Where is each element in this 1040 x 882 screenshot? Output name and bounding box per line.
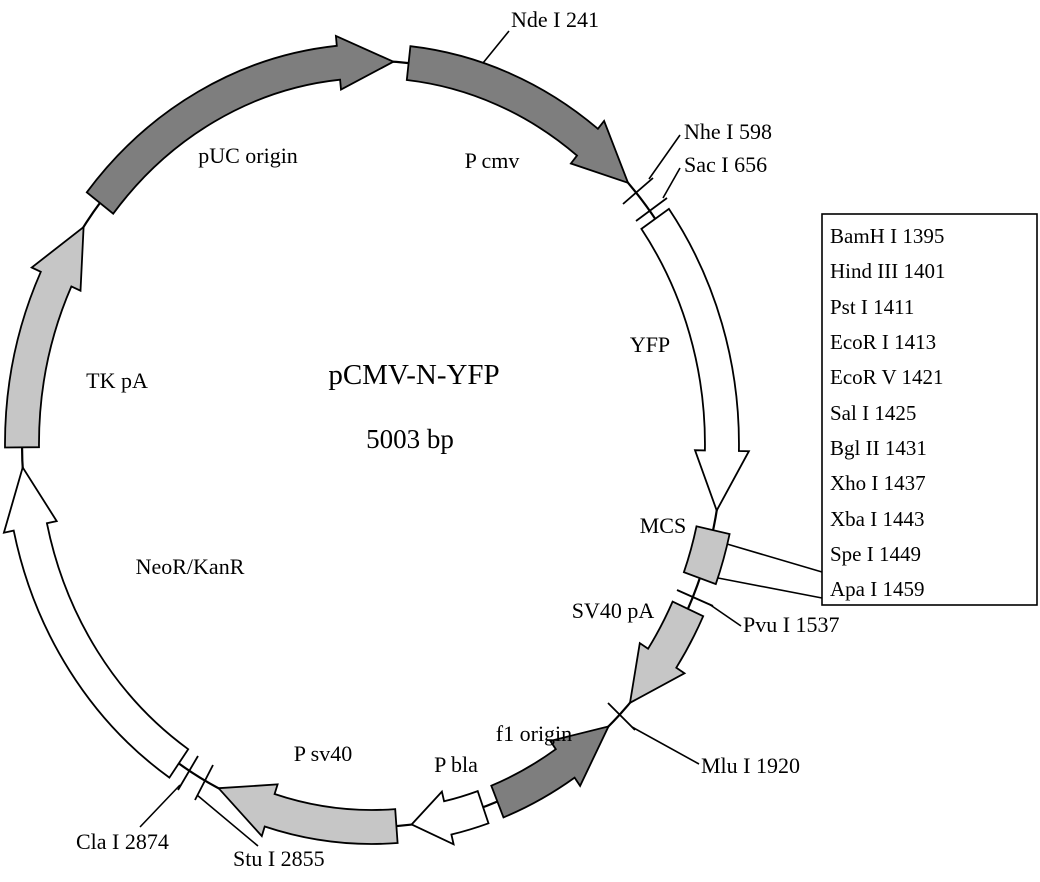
leader-stu-i (196, 794, 259, 847)
feature-label-yfp: YFP (630, 332, 670, 357)
feature-arrow-neor-kanr (2, 465, 190, 779)
tick-pvu-i (676, 589, 714, 607)
mcs-box-site: Spe I 1449 (830, 542, 921, 566)
feature-label-puc-origin: pUC origin (198, 143, 298, 168)
leader-sac-i (662, 167, 681, 199)
mcs-box-site: EcoR I 1413 (830, 330, 936, 354)
site-label-stu-i: Stu I 2855 (233, 846, 325, 871)
site-label-nde-i: Nde I 241 (511, 7, 599, 32)
feature-arrow-puc-origin (85, 34, 396, 215)
feature-arrow-p-cmv (405, 45, 630, 185)
feature-label-sv40-pa: SV40 pA (572, 598, 655, 623)
mcs-box-site: Sal I 1425 (830, 401, 916, 425)
leader-mlu-i (631, 726, 700, 765)
leader-pvu-i (708, 603, 742, 627)
feature-label-p-cmv: P cmv (465, 148, 520, 173)
plasmid-title: pCMV-N-YFP (328, 359, 499, 391)
mcs-box-site: Bgl II 1431 (830, 436, 927, 460)
leader-nde-i (482, 30, 510, 64)
leader-nhe-i (648, 134, 681, 180)
mcs-box-site: Xho I 1437 (830, 471, 926, 495)
mcs-enzyme-box (821, 213, 1038, 606)
feature-label-f1-origin: f1 origin (496, 721, 572, 746)
leader-mcs-box-bottom (717, 577, 823, 599)
site-label-mlu-i: Mlu I 1920 (701, 753, 800, 778)
feature-arrow-f1-origin (490, 725, 611, 819)
mcs-box-site: BamH I 1395 (830, 224, 944, 248)
mcs-box-site: Xba I 1443 (830, 507, 924, 531)
mcs-box-site: Hind III 1401 (830, 259, 945, 283)
feature-arrow-tk-pa (4, 225, 85, 449)
mcs-box-site: Pst I 1411 (830, 295, 914, 319)
feature-arrow-mcs (682, 525, 731, 586)
site-label-sac-i: Sac I 656 (684, 152, 767, 177)
feature-arrow-p-sv40 (216, 783, 399, 845)
feature-label-neor-kanr: NeoR/KanR (136, 554, 245, 579)
mcs-box-site: Apa I 1459 (830, 577, 924, 601)
leader-mcs-box-top (726, 543, 823, 573)
tick-sac-i (635, 197, 668, 222)
tick-nhe-i (622, 177, 654, 205)
feature-bands (2, 34, 751, 846)
site-label-pvu-i: Pvu I 1537 (743, 612, 840, 637)
feature-label-p-bla: P bla (434, 752, 478, 777)
tick-cla-i (177, 755, 199, 791)
feature-label-tk-pa: TK pA (86, 368, 148, 393)
site-label-cla-i: Cla I 2874 (76, 829, 169, 854)
plasmid-size: 5003 bp (366, 424, 454, 454)
feature-arrow-sv40-pa (628, 600, 705, 705)
tick-mlu-i (607, 702, 636, 731)
feature-arrow-yfp (640, 207, 751, 513)
mcs-box-site: EcoR V 1421 (830, 365, 944, 389)
feature-arrow-p-bla (410, 789, 490, 846)
site-label-nhe-i: Nhe I 598 (684, 119, 772, 144)
tick-stu-i (194, 764, 214, 801)
feature-label-mcs: MCS (640, 513, 686, 538)
feature-label-p-sv40: P sv40 (294, 741, 352, 766)
leader-cla-i (139, 784, 181, 828)
